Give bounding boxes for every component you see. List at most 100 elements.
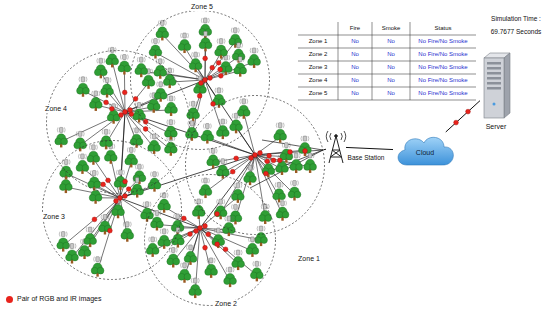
tree-crown [107,88,114,95]
sensor-waves [257,226,265,231]
tree-crown [127,232,134,239]
tree-with-sensor [149,39,162,59]
image-pair-dot [265,159,270,164]
zone-region: Zone 1 [185,95,325,235]
sensor-waves [203,124,211,129]
tree-with-sensor [164,120,177,140]
tree-with-sensor [156,20,169,40]
sensor-body [234,204,238,209]
image-pair-dot [303,149,308,154]
tree-with-sensor [107,104,120,124]
base-station-label: Base Station [348,154,385,161]
sensor-waves [187,245,195,250]
table-row-label: Zone 3 [309,64,328,71]
sensor-waves [174,228,182,233]
tree-crown [215,49,222,56]
tree-crown [82,164,89,171]
sensor-waves [192,52,200,57]
sensor-body [139,57,143,62]
tree-crown [152,247,159,254]
tree-crown [224,278,231,285]
sensor-waves [279,201,287,206]
zone-name: Zone 5 [190,3,214,11]
sensor-body [252,48,256,53]
tree-crown [164,239,171,246]
tree-crown [76,164,83,171]
tree-with-sensor [94,58,107,78]
sensor-body [211,148,215,153]
sensor-waves [167,96,175,101]
tree-crown [214,210,221,217]
sensor-body [236,250,240,255]
image-pair-dot [123,110,128,115]
tree-with-sensor [189,52,202,72]
tree-crown [252,248,259,255]
tree-crown [124,65,131,72]
sensor-waves [101,214,109,219]
table-cell: No [387,77,395,84]
tree-crown [230,124,237,131]
tree-with-sensor [273,182,286,202]
tree-crown [93,155,100,162]
tree-crown [154,92,161,99]
sensor-waves [151,172,159,177]
zone-name: Zone 3 [42,213,66,221]
tree-crown [74,142,81,149]
image-pair-dot [203,56,208,61]
sensor-waves [57,127,65,132]
table-rule [298,61,476,62]
tree-crown [99,225,106,232]
tree-crown [163,79,170,86]
sensor-link [205,42,235,80]
sensor-body [278,123,282,128]
tree-crown [170,130,177,137]
sensor-body [255,261,259,266]
sensor-waves [150,134,158,139]
zone-boundary [131,11,270,150]
status-cell: No Fire/No Smoke [418,38,467,45]
tree-with-sensor [101,78,114,98]
tree-with-sensor [100,129,113,149]
table-row-label: Zone 5 [309,90,328,97]
tree-crown [205,268,212,275]
drive-slot [487,77,501,80]
tree-with-sensor [214,199,227,219]
tree-crown [110,154,117,161]
tree-crown [162,31,169,38]
sensor-waves [246,165,254,170]
tree-trunk [204,32,206,38]
image-pair-dot [92,217,97,222]
tree-crown [158,239,165,246]
sensor-link [72,198,120,258]
sensor-body [171,248,175,253]
tree-crown [198,210,205,217]
table-row-label: Zone 1 [309,38,328,45]
sensor-body [204,18,208,23]
tree-with-sensor [84,227,97,247]
sensor-body [259,226,263,231]
tree-crown [205,189,212,196]
image-pair-dot [218,67,223,72]
table-cell: No [387,38,395,45]
image-pair-dot [253,153,258,158]
tree-crown [165,107,172,114]
server-side [504,53,510,118]
tree-crown [146,247,153,254]
sensor-body [59,127,63,132]
sensor-link [112,61,125,112]
image-pair-dot [215,212,220,217]
tree-crown [133,175,140,182]
tree-crown [273,193,280,200]
tree-crown [59,184,66,191]
antenna-tip [335,135,338,138]
tree-with-sensor [77,77,90,97]
tree-crown [60,170,67,177]
status-cell: No Fire/No Smoke [418,77,467,84]
table-cell: No [387,64,395,71]
tree-with-sensor [99,214,112,234]
tree-crown [246,248,253,255]
sensor-body [176,214,180,219]
tree-crown [256,272,263,279]
sensor-body [152,134,156,139]
